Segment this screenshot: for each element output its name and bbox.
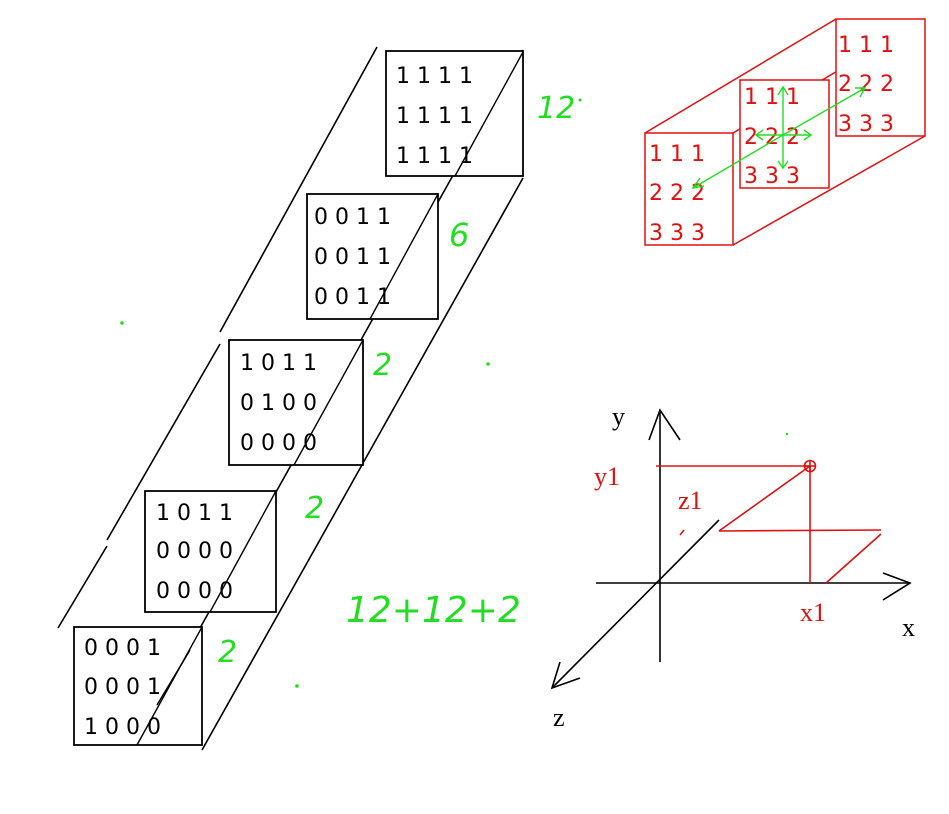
matrix-4-row-1: 1 0 1 1 <box>156 501 233 526</box>
stack-left-edge-bottom <box>57 545 108 629</box>
sum-note: 12+12+2 <box>346 590 521 631</box>
arrow-icon <box>782 87 866 136</box>
cube-front-row-1: 1 1 1 <box>649 142 705 167</box>
y-axis-arrow-icon <box>648 408 681 441</box>
tick-mark <box>679 529 685 536</box>
count-label-5: 2 <box>218 635 237 670</box>
matrix-5-row-1: 0 0 0 1 <box>84 636 161 661</box>
cube-middle-row-2: 2 2 2 <box>744 125 800 150</box>
count-annotations: 12 6 2 2 2 12+12+2 <box>120 91 789 688</box>
matrix-2-row-2: 0 0 1 1 <box>314 245 391 270</box>
cube-front-row-3: 3 3 3 <box>649 221 705 246</box>
point-to-plane <box>718 465 811 532</box>
matrix-1-box <box>385 50 524 177</box>
cube-edge <box>644 18 837 134</box>
matrix-3-row-2: 0 1 0 0 <box>240 391 317 416</box>
cube-middle-row-1: 1 1 1 <box>744 85 800 110</box>
matrix-1-row-2: 1 1 1 1 <box>396 104 473 129</box>
cube-middle-row-3: 3 3 3 <box>744 164 800 189</box>
red-cube: 1 1 1 2 2 2 3 3 3 1 1 1 2 2 2 3 3 3 1 1 … <box>644 18 926 246</box>
cube-back-row-1: 1 1 1 <box>838 33 894 58</box>
z-axis-arrow-icon <box>550 661 581 690</box>
matrix-1-row-1: 1 1 1 1 <box>396 64 473 89</box>
ink-dot <box>295 684 299 688</box>
stack-left-edge <box>219 46 378 333</box>
x-axis-arrow-icon <box>882 572 912 601</box>
matrix-4-row-3: 0 0 0 0 <box>156 579 233 604</box>
z-axis-label: z <box>553 703 565 732</box>
matrix-3-row-1: 1 0 1 1 <box>240 351 317 376</box>
cube-slice-front <box>644 132 734 246</box>
matrix-4-row-2: 0 0 0 0 <box>156 539 233 564</box>
z-axis <box>551 519 720 689</box>
cube-front-row-2: 2 2 2 <box>649 181 705 206</box>
point-marker-icon <box>803 459 817 473</box>
matrix-5-box <box>73 626 203 746</box>
neighbour-arrows <box>691 85 867 189</box>
matrix-3-box <box>228 339 364 466</box>
cube-back-row-2: 2 2 2 <box>838 72 894 97</box>
count-label-3: 2 <box>373 348 392 383</box>
y-axis-label: y <box>612 402 625 431</box>
matrix-1-row-3: 1 1 1 1 <box>396 144 473 169</box>
matrix-5-row-2: 0 0 0 1 <box>84 675 161 700</box>
matrix-2-row-3: 0 0 1 1 <box>314 285 391 310</box>
x1-label: x1 <box>800 598 826 627</box>
cube-slice-back <box>835 18 926 137</box>
matrix-5: 0 0 0 1 0 0 0 1 1 0 0 0 <box>73 626 203 746</box>
matrix-4: 1 0 1 1 0 0 0 0 0 0 0 0 <box>144 490 277 613</box>
z1-guide <box>718 529 882 532</box>
ink-dot <box>120 321 124 325</box>
count-label-4: 2 <box>305 491 324 526</box>
matrix-5-row-3: 1 0 0 0 <box>84 715 161 740</box>
matrix-3: 1 0 1 1 0 1 0 0 0 0 0 0 <box>228 339 364 466</box>
axis-labels: y x z y1 z1 x1 <box>553 402 915 732</box>
coordinate-axes <box>550 408 912 690</box>
ink-dot <box>486 362 490 366</box>
y1-label: y1 <box>594 462 620 491</box>
ink-dot <box>578 98 582 102</box>
ink-dot <box>785 432 789 436</box>
count-label-2: 6 <box>449 216 469 254</box>
x-axis-label: x <box>902 613 915 642</box>
arrow-icon <box>692 134 784 189</box>
matrix-1: 1 1 1 1 1 1 1 1 1 1 1 1 <box>385 50 524 177</box>
matrix-2-row-1: 0 0 1 1 <box>314 205 391 230</box>
point-projection <box>656 459 882 584</box>
matrix-4-box <box>144 490 277 613</box>
plane-edge <box>825 533 882 584</box>
z1-label: z1 <box>678 486 703 515</box>
matrix-2-box <box>306 193 439 320</box>
stack-left-edge-lower <box>106 343 221 541</box>
matrix-3-row-3: 0 0 0 0 <box>240 431 317 456</box>
matrix-2: 0 0 1 1 0 0 1 1 0 0 1 1 <box>306 193 439 320</box>
count-label-1: 12 <box>537 91 575 126</box>
cube-back-row-3: 3 3 3 <box>838 112 894 137</box>
cube-edge <box>732 135 926 246</box>
